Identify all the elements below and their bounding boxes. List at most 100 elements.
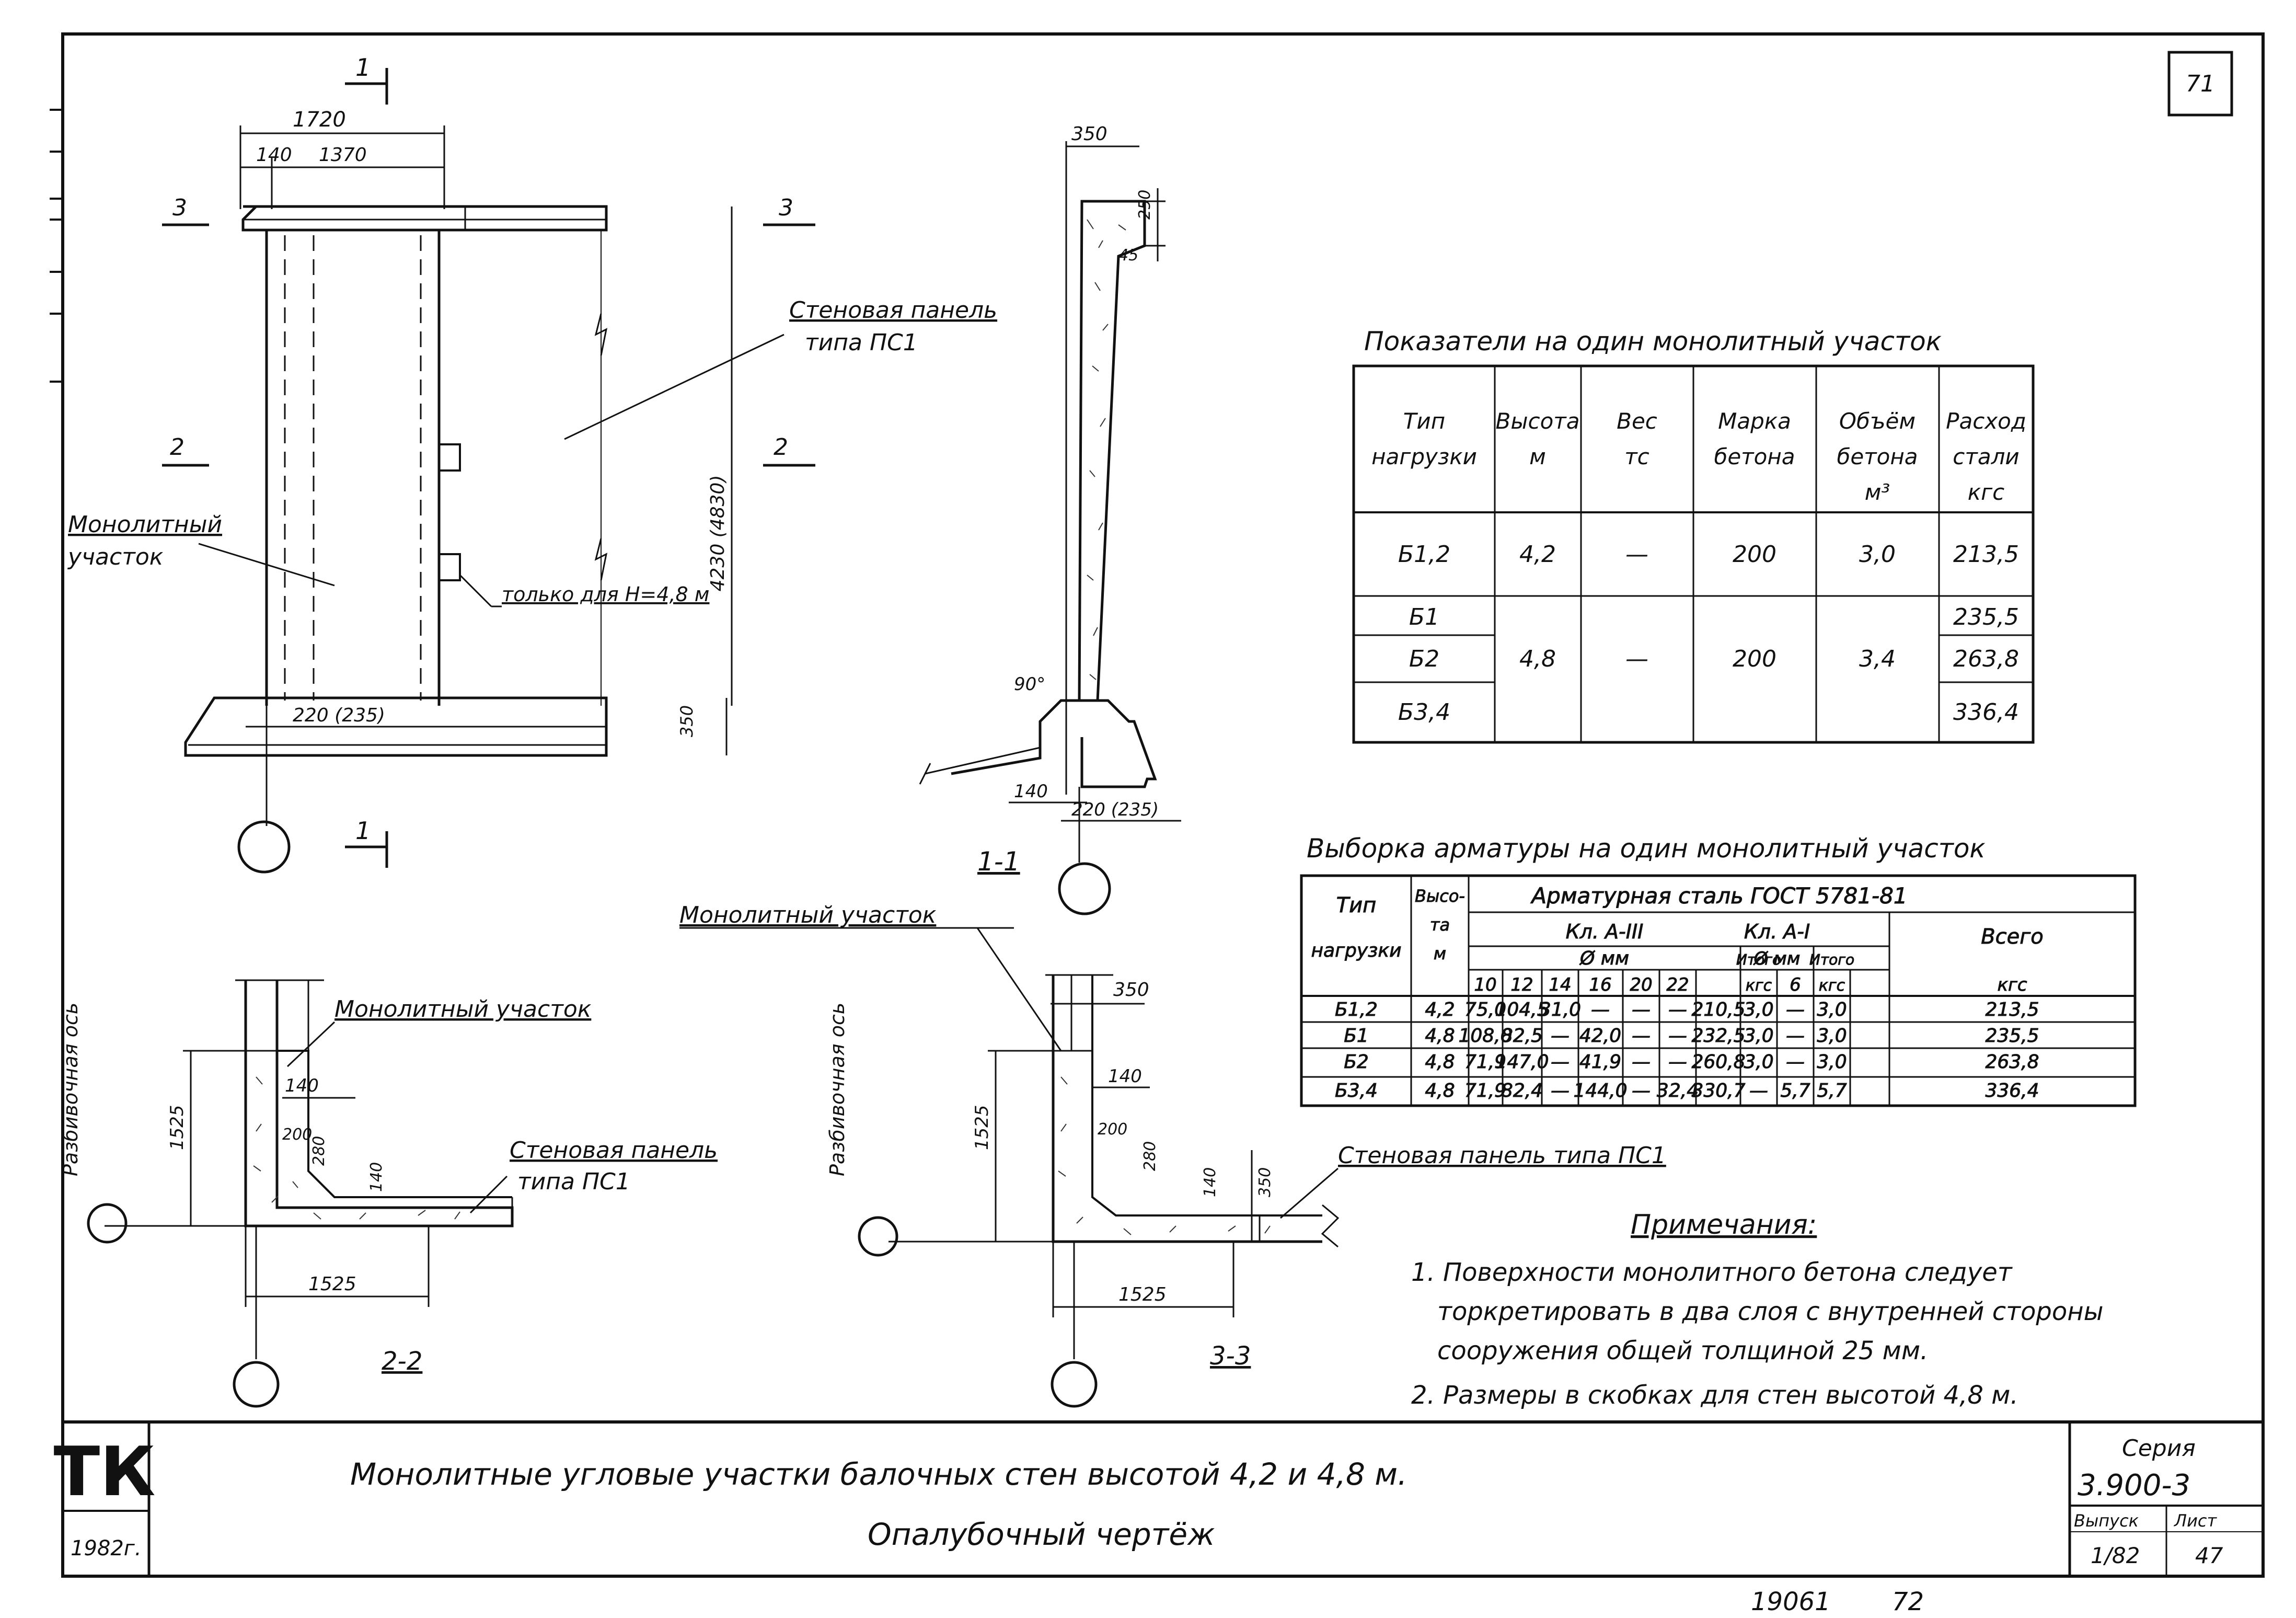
s22-dim-140b: 140 xyxy=(367,1162,386,1192)
t2-cell: 41,9 xyxy=(1579,1051,1621,1073)
table1-title: Показатели на один монолитный участок xyxy=(1364,326,1942,357)
t2-h-steel: Арматурная сталь ГОСТ 5781-81 xyxy=(1530,883,1907,909)
issue-label: Выпуск xyxy=(2074,1511,2139,1531)
t2-cell: 71,9 xyxy=(1464,1051,1506,1073)
table1-cell: 200 xyxy=(1733,541,1776,568)
cut2-right: 2 xyxy=(774,434,788,461)
title-line2: Опалубочный чертёж xyxy=(868,1517,1215,1552)
t2-h-height: Высо- xyxy=(1415,886,1465,906)
t2-cell: Б3,4 xyxy=(1335,1080,1378,1101)
section-3-3: Разбивочная ось 350 1525 140 200 280 140… xyxy=(679,927,1666,1408)
table1-header-cell: тс xyxy=(1624,444,1649,469)
table1-header-cell: Марка xyxy=(1718,408,1791,434)
dim-b: 1370 xyxy=(319,144,367,166)
table1-cell: Б2 xyxy=(1409,646,1439,672)
t2-cell: 75,0 xyxy=(1464,999,1506,1020)
t2-cell: 336,4 xyxy=(1985,1080,2039,1101)
t2-h-type: нагрузки xyxy=(1311,940,1402,961)
t2-cell: 5,7 xyxy=(1780,1080,1810,1101)
s33-dim-350b: 350 xyxy=(1256,1167,1274,1197)
s11-dim-base: 220 (235) xyxy=(1071,799,1159,820)
sheet-label: Лист xyxy=(2174,1511,2217,1531)
cut2-left: 2 xyxy=(170,434,184,461)
table1-header-cell: бетона xyxy=(1837,444,1918,469)
t2-h-kgs: кгс xyxy=(1997,974,2027,995)
table1-header-cell: нагрузки xyxy=(1371,444,1477,469)
t2-h-total: Итого xyxy=(1736,951,1781,968)
table2-title: Выборка арматуры на один монолитный учас… xyxy=(1307,833,1986,864)
t2-cell: — xyxy=(1632,1025,1651,1047)
t2-h-total: Итого xyxy=(1809,951,1854,968)
t2-cell: 42,0 xyxy=(1579,1025,1621,1047)
t2-cell: 3,0 xyxy=(1744,999,1773,1020)
table-rebar: Выборка арматуры на один монолитный учас… xyxy=(1300,833,2137,1107)
issue-value: 1/82 xyxy=(2091,1543,2140,1568)
table1-cell: 213,5 xyxy=(1953,541,2019,568)
table1-cell: 3,0 xyxy=(1859,541,1896,568)
t2-cell: — xyxy=(1632,1051,1651,1073)
s33-dim-1525h: 1525 xyxy=(1118,1284,1167,1305)
t2-h-cl1: Кл. А-I xyxy=(1744,920,1810,943)
series-label: Серия xyxy=(2122,1435,2196,1462)
s11-dim-45: 45 xyxy=(1118,246,1138,265)
cut-mark-bottom: 1 xyxy=(355,817,371,845)
t2-cell: 31,0 xyxy=(1539,999,1581,1020)
t2-cell: 4,8 xyxy=(1425,1025,1455,1047)
label-mono-l2: участок xyxy=(67,544,164,570)
notes-title: Примечания: xyxy=(1631,1209,1817,1241)
section-1-1: 350 250 45 90° 140 220 (235) 1-1 xyxy=(919,123,1181,915)
t2-cell: 3,0 xyxy=(1817,999,1847,1020)
t2-cell: — xyxy=(1551,1051,1570,1073)
s33-dim-140b: 140 xyxy=(1201,1167,1219,1197)
s33-panel-label: Стеновая панель типа ПС1 xyxy=(1338,1142,1666,1169)
t2-cell: 144,0 xyxy=(1573,1080,1627,1101)
t2-h-d: 20 xyxy=(1630,974,1652,995)
t2-cell: Б1 xyxy=(1344,1025,1369,1047)
table1-cell: — xyxy=(1625,541,1648,568)
t2-h-all: Всего xyxy=(1981,925,2044,949)
table1-cell: — xyxy=(1625,646,1648,672)
table1-cell: Б1 xyxy=(1409,604,1439,630)
t2-cell: 213,5 xyxy=(1985,999,2039,1020)
t2-h-d: 14 xyxy=(1549,974,1571,995)
table1-header-cell: Объём xyxy=(1839,408,1916,434)
t2-h-kgs: кгс xyxy=(1746,977,1772,995)
label-panel-l1: Стеновая панель xyxy=(789,297,997,324)
year: 1982г. xyxy=(71,1536,142,1560)
t2-cell: — xyxy=(1632,999,1651,1020)
t2-cell: 108,0 xyxy=(1458,1025,1512,1047)
t2-cell: — xyxy=(1591,999,1610,1020)
table1-header-cell: Тип xyxy=(1403,408,1445,434)
s33-dim-200: 200 xyxy=(1098,1120,1127,1139)
t2-h-diam: Ø мм xyxy=(1579,948,1629,969)
dim-a: 140 xyxy=(256,144,292,166)
s33-caption: 3-3 xyxy=(1210,1341,1251,1371)
section-2-2: Монолитный участок Монолитный участок Ра… xyxy=(59,902,937,1408)
t2-h-height: м xyxy=(1434,944,1446,963)
note2: 2. Размеры в скобках для стен высотой 4,… xyxy=(1411,1381,2018,1410)
note1-line1: 1. Поверхности монолитного бетона следуе… xyxy=(1411,1258,2013,1287)
t2-cell: 263,8 xyxy=(1985,1051,2039,1073)
table1-cell: Б3,4 xyxy=(1398,699,1450,726)
s33-dim-350: 350 xyxy=(1113,979,1149,1001)
t2-cell: 3,0 xyxy=(1817,1051,1847,1073)
t2-cell: 232,5 xyxy=(1691,1025,1745,1047)
note1-line3: сооружения общей толщиной 25 мм. xyxy=(1437,1336,1928,1365)
s33-dim-140: 140 xyxy=(1108,1066,1142,1087)
s33-dim-280: 280 xyxy=(1141,1141,1159,1171)
t2-cell: 104,5 xyxy=(1495,999,1549,1020)
footer-number: 19061 xyxy=(1751,1587,1831,1616)
notes: Примечания: 1. Поверхности монолитного б… xyxy=(1411,1209,2104,1410)
elevation-view: 1 1 1720 140 1370 3 3 xyxy=(67,53,997,874)
note1-line2: торкретировать в два слоя с внутренней с… xyxy=(1437,1297,2104,1326)
table1-header-cell: кгс xyxy=(1968,479,2005,505)
t2-cell: 330,7 xyxy=(1691,1080,1745,1101)
s22-label-mono-top: Монолитный участок xyxy=(679,902,937,928)
t2-cell: 82,5 xyxy=(1501,1025,1543,1047)
sheet-frame xyxy=(61,32,2265,1578)
label-only-h48: только для Н=4,8 м xyxy=(502,583,709,606)
t2-cell: — xyxy=(1551,1025,1570,1047)
cut-mark-top: 1 xyxy=(355,53,371,82)
t2-cell: — xyxy=(1632,1080,1651,1101)
